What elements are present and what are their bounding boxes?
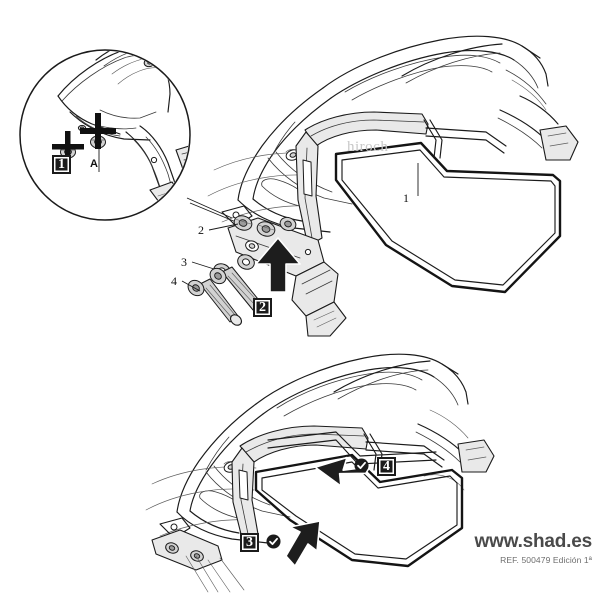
side-case-rail-installed xyxy=(254,431,464,568)
brand-url: www.shad.es xyxy=(474,530,593,552)
leader-part4 xyxy=(181,280,201,292)
bracket-plate-assembly xyxy=(227,217,347,337)
motorcycle-tail-lower xyxy=(145,353,495,544)
callout-part-3: 3 xyxy=(181,255,187,269)
motorcycle-tail-upper xyxy=(207,35,579,233)
lower-assembled-view xyxy=(145,353,495,593)
check-icon-step3 xyxy=(266,534,281,549)
assembly-arrow-step4 xyxy=(314,456,371,487)
detail-point-label-a: A xyxy=(90,158,98,170)
check-icon-step4 xyxy=(354,458,369,473)
callout-part-4: 4 xyxy=(171,274,177,288)
rack-support-installed xyxy=(151,425,445,593)
cross-marker-left xyxy=(52,131,84,163)
step-box-2: 2 xyxy=(253,298,272,317)
side-case-rail-part1 xyxy=(334,141,562,294)
callout-part-1: 1 xyxy=(403,191,409,205)
step-box-3: 3 xyxy=(240,533,259,552)
detail-circle-group xyxy=(19,49,237,223)
leader-part2 xyxy=(208,223,239,231)
hardware-part4-bolts xyxy=(187,266,267,326)
step-box-1: 1 xyxy=(52,155,71,174)
main-exploded-view xyxy=(181,35,579,337)
assembly-arrow-step3 xyxy=(285,520,321,567)
rack-support-tube xyxy=(295,111,507,247)
leader-part3 xyxy=(191,261,215,270)
step-box-4: 4 xyxy=(377,457,396,476)
brand-reference: REF. 500479 Edición 1ª xyxy=(500,554,592,565)
assembly-arrow-step2 xyxy=(255,237,301,293)
callout-part-2: 2 xyxy=(198,223,204,237)
cross-marker-right xyxy=(80,113,116,149)
detail-circle-content xyxy=(52,51,189,219)
hardware-part2-nuts xyxy=(233,215,297,237)
brand-block: www.shad.es REF. 500479 Edición 1ª xyxy=(474,530,593,565)
detail-circle-outline xyxy=(19,49,191,221)
watermark-text: hiroch xyxy=(347,139,389,155)
